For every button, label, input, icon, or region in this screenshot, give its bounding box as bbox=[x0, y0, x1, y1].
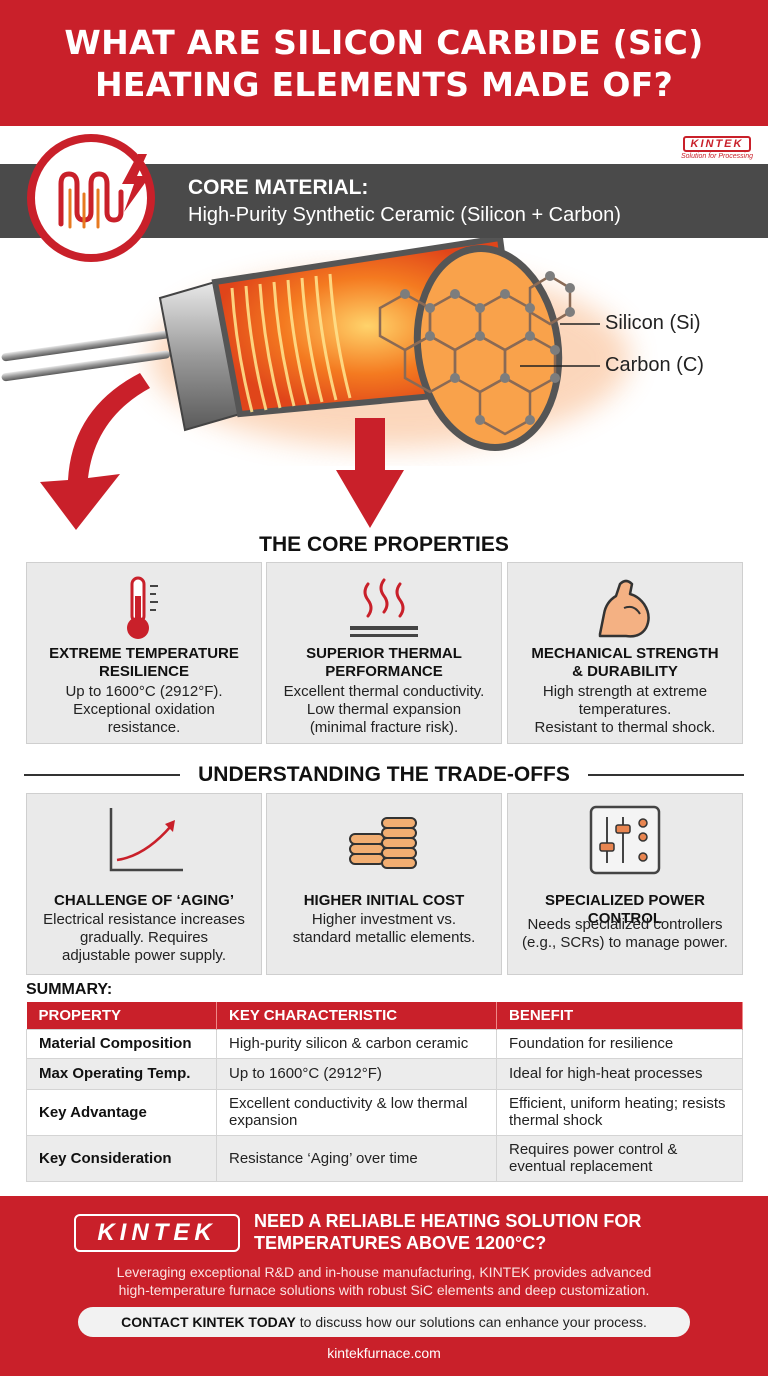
core-properties-heading: THE CORE PROPERTIES bbox=[259, 533, 509, 556]
contact-button[interactable]: CONTACT KINTEK TODAY to discuss how our … bbox=[78, 1307, 690, 1337]
lattice-atoms bbox=[400, 271, 575, 425]
contact-bold: CONTACT KINTEK TODAY bbox=[121, 1314, 296, 1330]
tradeoff-title: HIGHER INITIAL COST bbox=[303, 892, 465, 909]
page-title: WHAT ARE SILICON CARBIDE (SiC) HEATING E… bbox=[0, 22, 768, 106]
tradeoffs-heading: UNDERSTANDING THE TRADE-OFFS bbox=[24, 760, 745, 790]
table-row: Max Operating Temp. Up to 1600°C (2912°F… bbox=[26, 1057, 743, 1090]
tradeoff-card-aging: CHALLENGE OF ‘AGING’ Electrical resistan… bbox=[26, 793, 262, 975]
website-link[interactable]: kintekfurnace.com bbox=[327, 1345, 441, 1361]
corner-brand-tagline: Solution for Processing bbox=[681, 153, 753, 160]
table-row: Material Composition High-purity silicon… bbox=[26, 1028, 743, 1059]
element-leads bbox=[1, 330, 171, 382]
rising-curve-chart-icon bbox=[109, 808, 183, 872]
summary-label: SUMMARY: bbox=[26, 981, 113, 998]
tradeoff-card-power: SPECIALIZED POWER CONTROL Needs speciali… bbox=[507, 793, 743, 975]
core-material-value: High-Purity Synthetic Ceramic (Silicon +… bbox=[188, 204, 621, 226]
column-header-benefit: BENEFIT bbox=[496, 1002, 743, 1029]
footer-cta: KINTEK NEED A RELIABLE HEATING SOLUTION … bbox=[0, 1196, 768, 1376]
corner-brand: KINTEK Solution for Processing bbox=[672, 134, 762, 160]
heading-rule-left bbox=[24, 774, 181, 776]
summary-table: PROPERTY KEY CHARACTERISTIC BENEFIT Mate… bbox=[26, 1002, 743, 1182]
property-card-mechanical: MECHANICAL STRENGTH& DURABILITY High str… bbox=[507, 562, 743, 744]
top-banner: WHAT ARE SILICON CARBIDE (SiC) HEATING E… bbox=[0, 0, 768, 126]
annotation-silicon: Silicon (Si) bbox=[605, 312, 701, 334]
heating-element-lightning-icon bbox=[27, 134, 155, 262]
column-header-property: PROPERTY bbox=[26, 1002, 217, 1029]
tradeoff-description: Needs specialized controllers(e.g., SCRs… bbox=[522, 916, 728, 951]
contact-rest: to discuss how our solutions can enhance… bbox=[295, 1314, 647, 1330]
annotation-carbon: Carbon (C) bbox=[605, 354, 704, 376]
coin-stacks-icon bbox=[349, 817, 417, 869]
footer-body: Leveraging exceptional R&D and in-house … bbox=[116, 1264, 652, 1298]
red-arrows bbox=[40, 373, 404, 530]
corner-brand-logo: KINTEK bbox=[682, 136, 752, 152]
summary-header-row: PROPERTY KEY CHARACTERISTIC BENEFIT bbox=[26, 1002, 743, 1029]
thermometer-icon bbox=[127, 576, 158, 639]
property-description: Up to 1600°C (2912°F).Exceptional oxidat… bbox=[65, 683, 223, 736]
heading-rule-right bbox=[587, 774, 745, 776]
tradeoff-title: SPECIALIZED POWER CONTROL bbox=[544, 892, 705, 927]
tradeoff-title: CHALLENGE OF ‘AGING’ bbox=[54, 892, 234, 909]
tradeoff-card-cost: HIGHER INITIAL COST Higher investment vs… bbox=[266, 793, 502, 975]
control-panel-icon bbox=[589, 805, 661, 875]
sic-element-illustration bbox=[1, 238, 630, 530]
table-row: Key Consideration Resistance ‘Aging’ ove… bbox=[26, 1134, 743, 1182]
property-title: MECHANICAL STRENGTH& DURABILITY bbox=[531, 645, 719, 680]
column-header-characteristic: KEY CHARACTERISTIC bbox=[216, 1002, 497, 1029]
footer-logo: KINTEK bbox=[74, 1214, 240, 1252]
heat-waves-icon bbox=[350, 578, 418, 637]
tradeoff-description: Higher investment vs.standard metallic e… bbox=[292, 911, 476, 946]
page-title-line-1: WHAT ARE SILICON CARBIDE (SiC) bbox=[64, 23, 704, 62]
flexed-arm-icon bbox=[598, 579, 650, 638]
page-title-line-2: HEATING ELEMENTS MADE OF? bbox=[94, 65, 674, 104]
core-material-label: CORE MATERIAL: bbox=[188, 176, 369, 199]
heating-coils bbox=[230, 273, 352, 413]
property-description: Excellent thermal conductivity.Low therm… bbox=[283, 683, 485, 736]
table-row: Key Advantage Excellent conductivity & l… bbox=[26, 1088, 743, 1136]
